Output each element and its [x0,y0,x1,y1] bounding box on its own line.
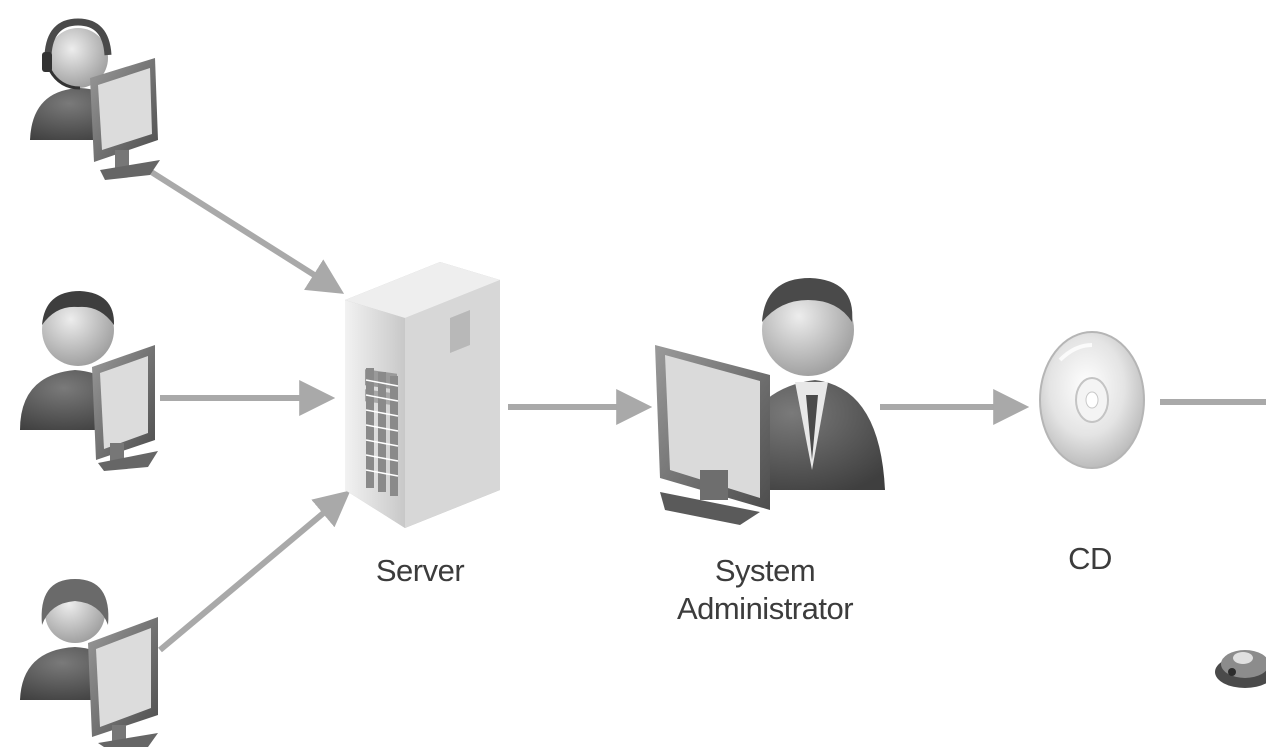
arrow-user3-to-server [158,490,351,653]
server-tower-icon [345,262,500,528]
server-label: Server [375,553,465,588]
admin-at-computer-icon [655,278,885,525]
arrow-user1-to-server [143,165,345,294]
user-headset-computer-icon [30,18,160,180]
user-computer-icon [20,291,158,471]
system-administrator-label-line1: System [714,553,816,588]
system-administrator-label: System Administrator [640,552,890,628]
cd-label: CD [1068,541,1112,576]
cd-disc-icon [1039,331,1145,469]
arrows [143,165,1266,653]
system-administrator-label-line2: Administrator [676,591,854,626]
user-female-computer-icon [20,579,158,747]
partial-device-icon [1215,650,1266,688]
